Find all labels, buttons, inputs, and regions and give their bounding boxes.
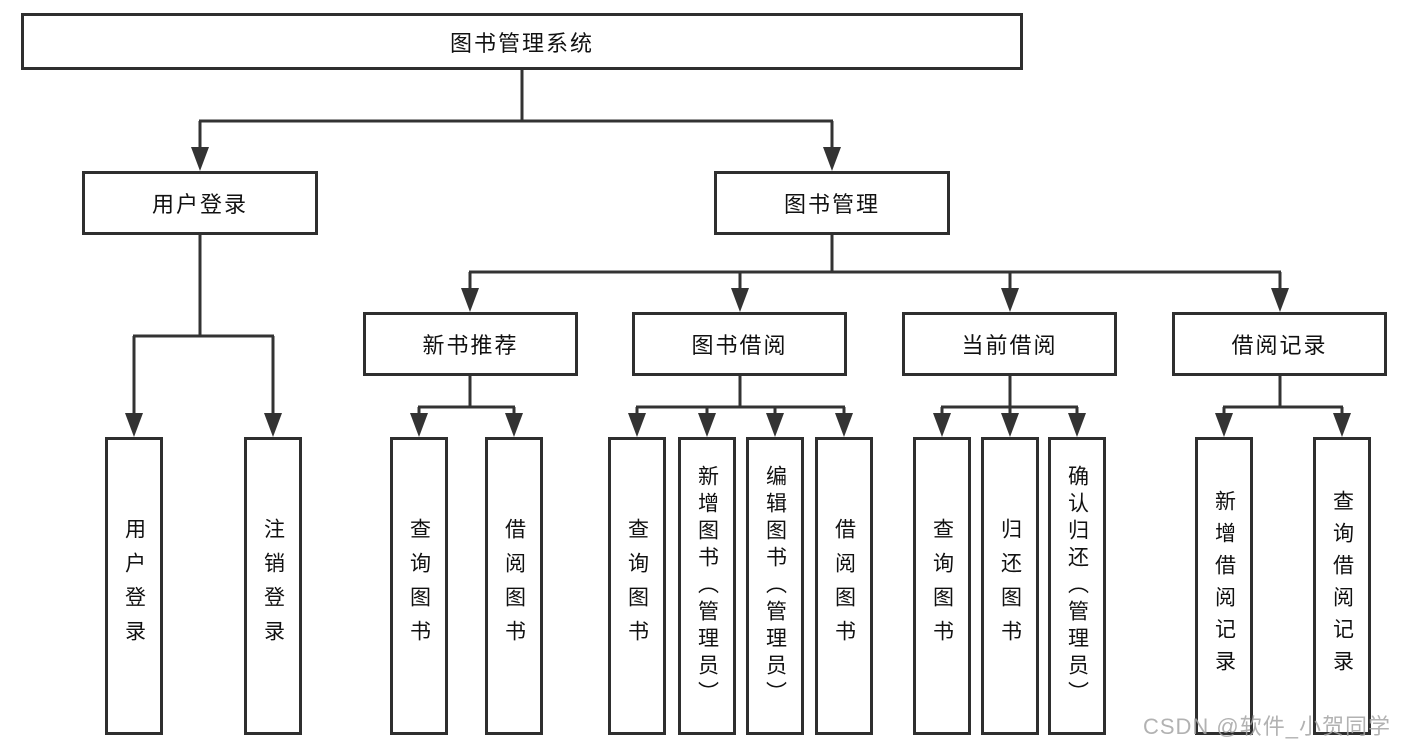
br-query-record-node: 查询借阅记录 — [1313, 437, 1371, 735]
book-borrow-node: 图书借阅 — [632, 312, 847, 376]
book-management-node: 图书管理 — [714, 171, 950, 235]
borrow-record-node: 借阅记录 — [1172, 312, 1387, 376]
bb-edit-book-admin-node: 编辑图书（管理员） — [746, 437, 804, 735]
csdn-watermark: CSDN @软件_小贺同学 — [1142, 714, 1391, 739]
cb-query-book-node: 查询图书 — [913, 437, 971, 735]
new-book-recommend-node: 新书推荐 — [363, 312, 578, 376]
cb-confirm-return-admin-node: 确认归还（管理员） — [1048, 437, 1106, 735]
bb-add-book-admin-node: 新增图书（管理员） — [678, 437, 736, 735]
nb-query-book-node: 查询图书 — [390, 437, 448, 735]
root-node-book-management-system: 图书管理系统 — [21, 13, 1023, 70]
logout-node: 注销登录 — [244, 437, 302, 735]
login-action-node: 用户登录 — [105, 437, 163, 735]
current-borrow-node: 当前借阅 — [902, 312, 1117, 376]
bb-borrow-book-node: 借阅图书 — [815, 437, 873, 735]
nb-borrow-book-node: 借阅图书 — [485, 437, 543, 735]
br-add-record-node: 新增借阅记录 — [1195, 437, 1253, 735]
cb-return-book-node: 归还图书 — [981, 437, 1039, 735]
bb-query-book-node: 查询图书 — [608, 437, 666, 735]
user-login-node: 用户登录 — [82, 171, 318, 235]
